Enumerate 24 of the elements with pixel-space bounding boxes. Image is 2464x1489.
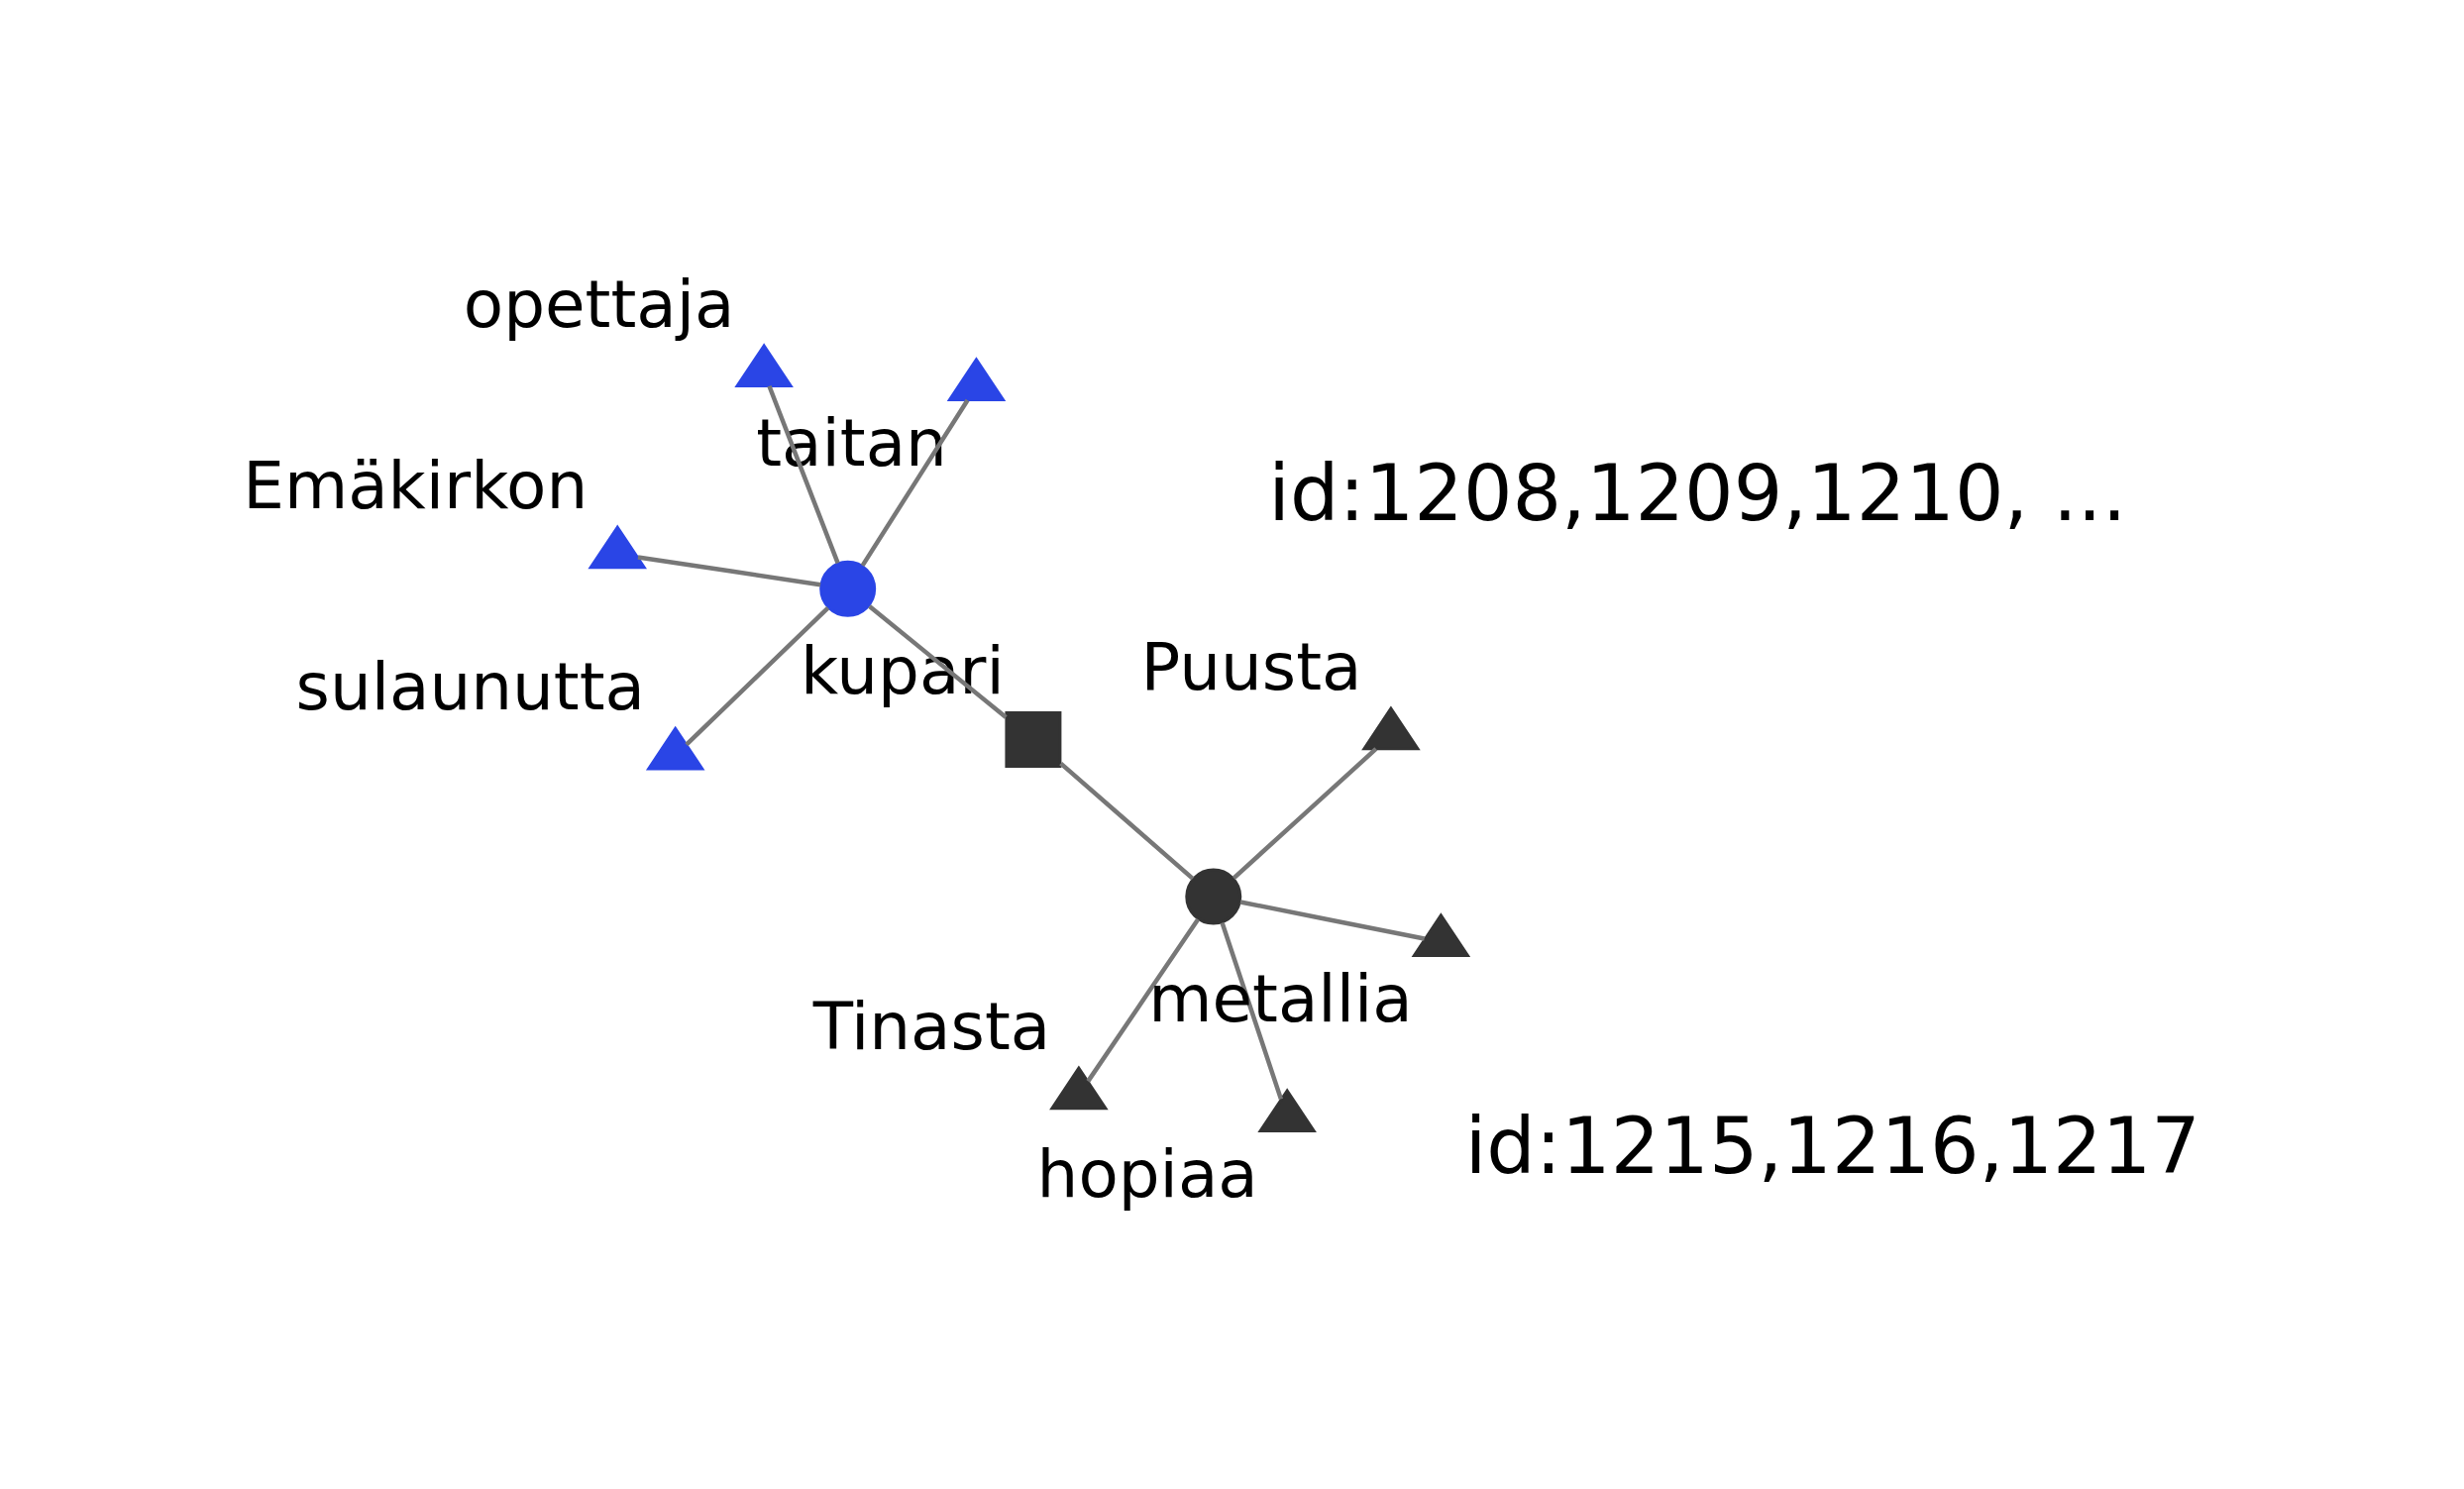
connector	[684, 605, 829, 746]
node-label: taitan	[755, 404, 947, 481]
node-label: Tinasta	[812, 988, 1050, 1065]
connector	[1232, 746, 1377, 880]
node-label: Puusta	[1140, 628, 1361, 705]
node-label: hopiaa	[1036, 1135, 1258, 1213]
label: id:1208,1209,1210, ...	[1267, 448, 2126, 538]
node-label: metallia	[1147, 960, 1413, 1037]
connector	[637, 554, 820, 586]
connector	[1085, 917, 1200, 1083]
node-box	[1004, 710, 1061, 768]
connector	[867, 603, 1008, 719]
node-label: sulaunutta	[295, 648, 645, 725]
node-circle	[818, 560, 876, 617]
node-circle	[1184, 868, 1241, 924]
node-label: opettaja	[463, 266, 735, 343]
connector	[1058, 761, 1194, 881]
label: id:1215,1216,1217	[1464, 1101, 2200, 1191]
connector	[1239, 899, 1425, 941]
connector	[766, 384, 840, 564]
node-label: kupari	[800, 632, 1005, 709]
node-label: Emäkirkon	[242, 447, 588, 524]
connector	[860, 398, 969, 567]
connector	[1219, 921, 1283, 1100]
